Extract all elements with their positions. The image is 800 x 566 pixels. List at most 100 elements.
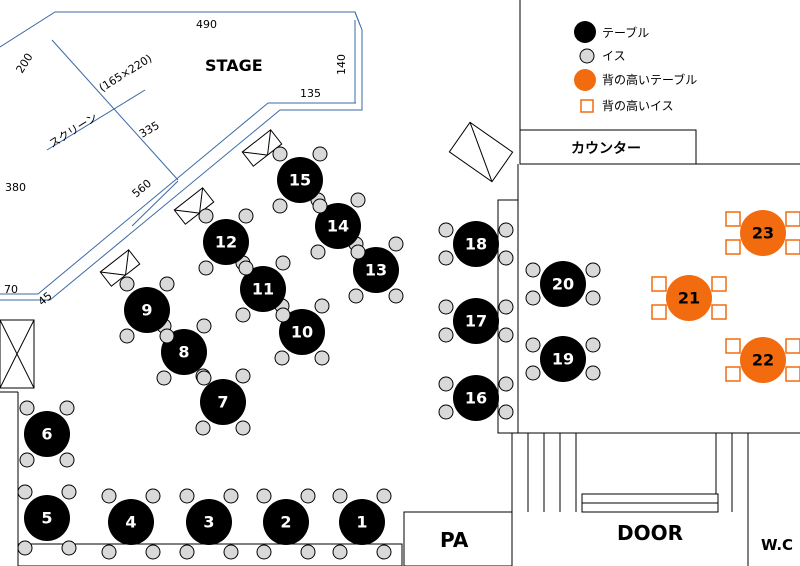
high-chair — [711, 276, 727, 292]
table-number: 20 — [552, 275, 574, 294]
legend-high-table: 背の高いテーブル — [602, 72, 697, 87]
table-number: 4 — [125, 513, 136, 532]
table-number: 12 — [215, 233, 237, 252]
table-number: 22 — [752, 351, 774, 370]
chair — [376, 488, 392, 504]
chair — [438, 327, 454, 343]
screen-label: スクリーン — [47, 111, 100, 151]
screen-size: (165×220) — [97, 52, 155, 95]
legend-chair: イス — [602, 49, 626, 63]
high-chair — [785, 211, 800, 227]
pa-label: PA — [440, 528, 469, 552]
chair — [585, 262, 601, 278]
chair — [17, 484, 33, 500]
table-18: 18 — [438, 221, 514, 267]
chair — [61, 484, 77, 500]
chair — [310, 244, 326, 260]
table-number: 14 — [327, 217, 349, 236]
chair — [498, 404, 514, 420]
high-chair — [785, 239, 800, 255]
dim-screen-width: 335 — [137, 119, 162, 141]
dim-corner: 45 — [36, 289, 55, 308]
legend-high-chair-icon — [580, 99, 594, 113]
table-number: 10 — [291, 323, 313, 342]
table-circle — [540, 261, 586, 307]
table-number: 18 — [465, 235, 487, 254]
table-23: 23 — [725, 210, 800, 256]
chair — [235, 368, 251, 384]
chair — [101, 544, 117, 560]
chair — [101, 488, 117, 504]
table-13: 13 — [348, 236, 404, 304]
chair — [59, 452, 75, 468]
chair — [145, 544, 161, 560]
high-chair — [711, 304, 727, 320]
chair — [196, 318, 212, 334]
table-12: 12 — [198, 208, 254, 276]
table-circle — [124, 287, 170, 333]
chair — [312, 146, 328, 162]
table-circle — [315, 203, 361, 249]
table-19: 19 — [525, 336, 601, 382]
chair — [312, 198, 328, 214]
table-circle — [740, 337, 786, 383]
chair — [525, 337, 541, 353]
dim-inner: 135 — [300, 87, 321, 100]
dim-left: 380 — [5, 181, 26, 194]
chair — [198, 208, 214, 224]
chair — [256, 488, 272, 504]
chair — [275, 307, 291, 323]
legend-table-icon — [574, 21, 596, 43]
chair — [376, 544, 392, 560]
table-circle — [24, 495, 70, 541]
table-number: 15 — [289, 171, 311, 190]
chair — [438, 404, 454, 420]
chair — [314, 350, 330, 366]
high-chair — [785, 366, 800, 382]
high-chair — [651, 276, 667, 292]
table-number: 6 — [41, 425, 52, 444]
chair — [179, 544, 195, 560]
stage-label: STAGE — [205, 56, 263, 75]
table-number: 13 — [365, 261, 387, 280]
table-circle — [540, 336, 586, 382]
table-circle — [263, 499, 309, 545]
table-5: 5 — [17, 484, 77, 556]
chair — [525, 365, 541, 381]
chair — [585, 365, 601, 381]
chair — [525, 290, 541, 306]
chair — [159, 328, 175, 344]
table-circle — [453, 221, 499, 267]
table-number: 1 — [356, 513, 367, 532]
chair — [348, 288, 364, 304]
legend-table: テーブル — [602, 25, 649, 40]
table-circle — [453, 375, 499, 421]
table-11: 11 — [235, 255, 291, 323]
table-21: 21 — [651, 275, 727, 321]
chair — [195, 420, 211, 436]
monitor-speaker — [99, 249, 141, 287]
chair — [300, 544, 316, 560]
table-circle — [279, 309, 325, 355]
table-16: 16 — [438, 375, 514, 421]
pa-booth — [403, 511, 513, 566]
table-circle — [240, 266, 286, 312]
high-chair — [651, 304, 667, 320]
table-circle — [203, 219, 249, 265]
table-number: 19 — [552, 350, 574, 369]
dim-top: 490 — [196, 18, 217, 31]
chair — [156, 370, 172, 386]
table-circle — [339, 499, 385, 545]
table-2: 2 — [256, 488, 316, 560]
chair — [438, 222, 454, 238]
table-number: 5 — [41, 509, 52, 528]
chair — [238, 208, 254, 224]
chair — [525, 262, 541, 278]
table-circle — [666, 275, 712, 321]
table-number: 9 — [141, 301, 152, 320]
chair — [388, 288, 404, 304]
chair — [59, 400, 75, 416]
chair — [235, 420, 251, 436]
stage-depth-line — [51, 39, 179, 181]
